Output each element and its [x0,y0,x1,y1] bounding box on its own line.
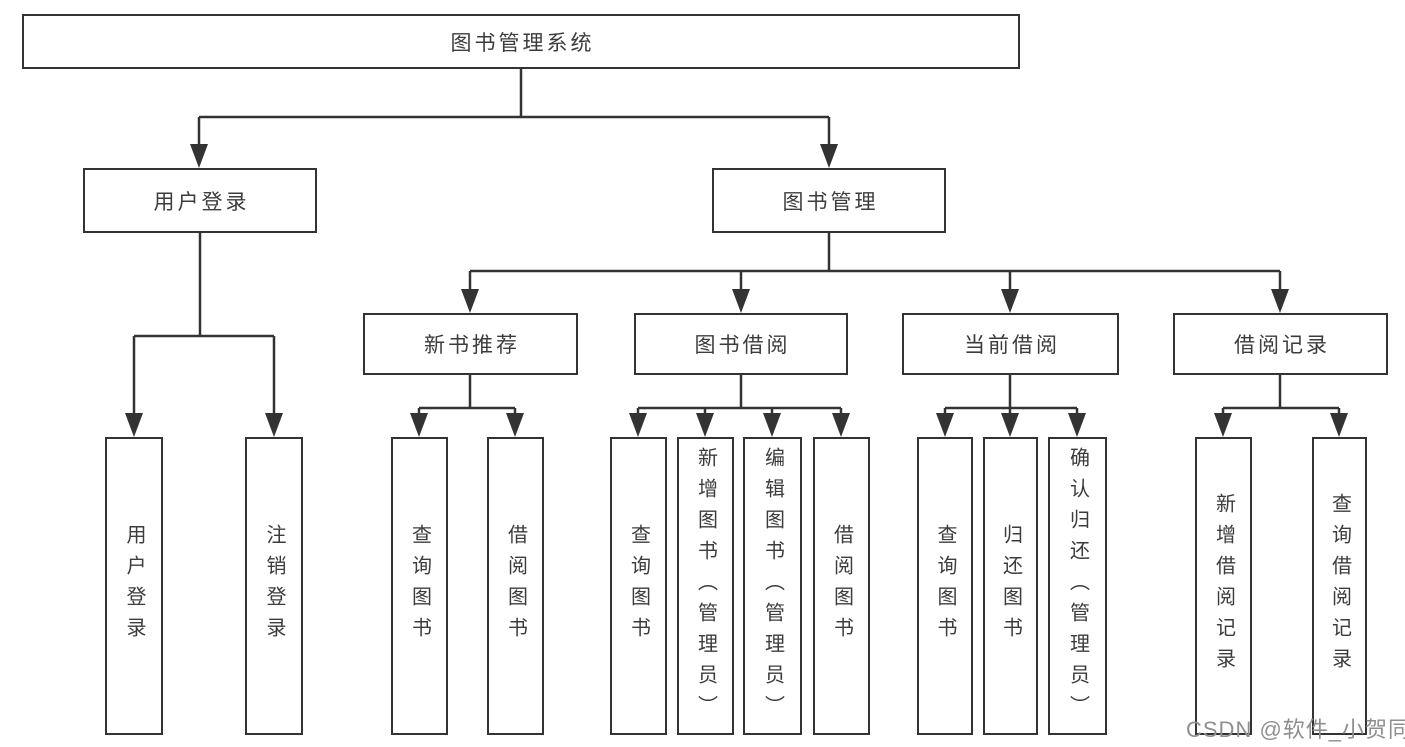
node-label: 查询图书 [408,524,431,648]
leaf-edit-books-admin: 编辑图书（管理员） [743,437,802,735]
leaf-add-borrow-record: 新增借阅记录 [1195,437,1252,735]
node-label: 查询借阅记录 [1328,493,1351,679]
node-library-system: 图书管理系统 [22,14,1020,69]
leaf-query-borrow-record: 查询借阅记录 [1312,437,1367,735]
leaf-return-books: 归还图书 [983,437,1038,735]
node-label: 新书推荐 [424,334,520,357]
leaf-add-books-admin: 新增图书（管理员） [677,437,734,735]
watermark: CSDN @软件_小贺同学 [1186,717,1405,742]
node-label: 新增借阅记录 [1212,493,1235,679]
leaf-borrow-books: 借阅图书 [813,437,870,735]
node-current-borrowing: 当前借阅 [902,313,1119,375]
node-label: 确认归还（管理员） [1066,446,1089,726]
node-book-borrowing: 图书借阅 [634,313,848,375]
node-label: 编辑图书（管理员） [761,446,784,726]
node-label: 图书管理 [782,190,879,214]
node-label: 查询图书 [627,524,650,648]
node-label: 查询图书 [934,524,956,648]
leaf-borrow-books-recommend: 借阅图书 [487,437,544,735]
arrowhead-icons [125,144,1348,437]
node-label: 归还图书 [999,524,1022,648]
leaf-user-login: 用户登录 [105,437,163,735]
leaf-query-books-borrow: 查询图书 [610,437,667,735]
leaf-confirm-return-admin: 确认归还（管理员） [1048,437,1107,735]
node-label: 图书管理系统 [450,31,595,55]
node-label: 借阅图书 [830,524,853,648]
node-label: 当前借阅 [964,334,1060,357]
node-label: 用户登录 [153,190,250,214]
node-label: 用户登录 [123,524,145,648]
leaf-query-books-current: 查询图书 [917,437,973,735]
node-new-book-recommendation: 新书推荐 [363,313,578,375]
leaf-logout: 注销登录 [245,437,303,735]
node-label: 注销登录 [263,524,285,648]
leaf-query-books-recommend: 查询图书 [391,437,448,735]
node-label: 借阅图书 [504,524,527,648]
node-label: 新增图书（管理员） [694,446,717,726]
node-book-management: 图书管理 [712,168,946,233]
node-label: 借阅记录 [1234,334,1330,357]
node-borrowing-records: 借阅记录 [1173,313,1388,375]
node-user-login: 用户登录 [83,168,317,233]
node-label: 图书借阅 [694,334,791,357]
